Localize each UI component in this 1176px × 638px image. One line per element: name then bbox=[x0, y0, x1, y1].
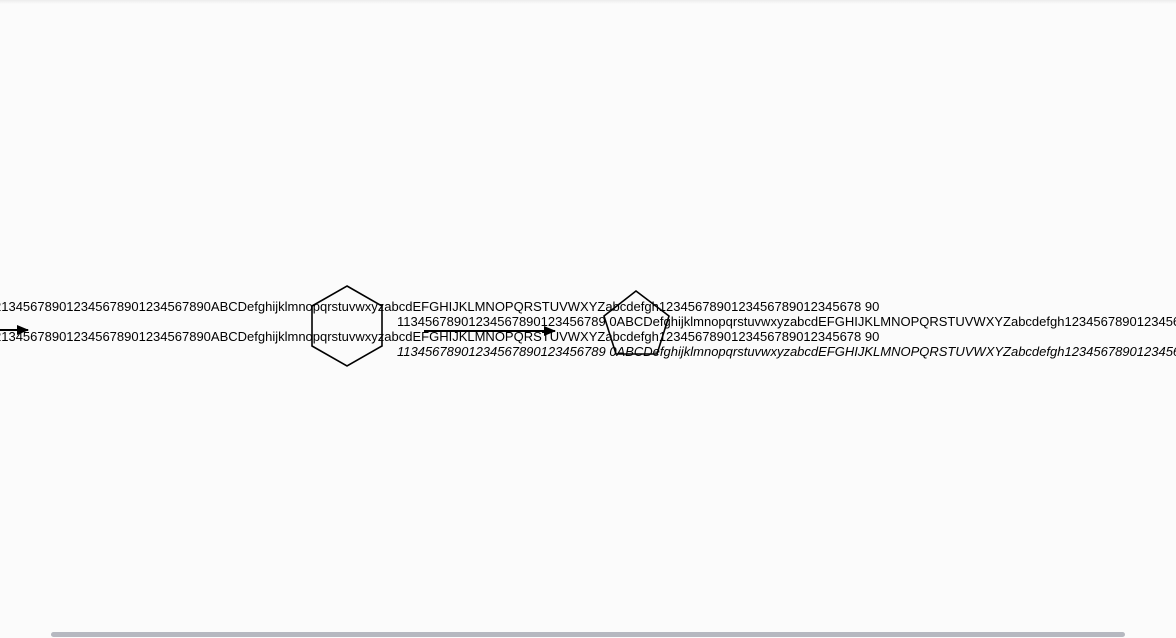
pentagon-shape bbox=[603, 289, 670, 355]
left-label-top: 213456789012345678901234567890ABCDefghij… bbox=[0, 299, 879, 314]
horizontal-scrollbar-thumb[interactable] bbox=[51, 632, 1125, 637]
right-label-bottom: 11345678901234567890123456789 0ABCDefghi… bbox=[397, 344, 1176, 359]
hexagon-shape bbox=[311, 285, 383, 367]
right-label-top: 11345678901234567890123456789 0ABCDefghi… bbox=[397, 314, 1176, 329]
left-label-bottom: 213456789012345678901234567890ABCDefghij… bbox=[0, 329, 879, 344]
top-shadow bbox=[0, 0, 1176, 4]
